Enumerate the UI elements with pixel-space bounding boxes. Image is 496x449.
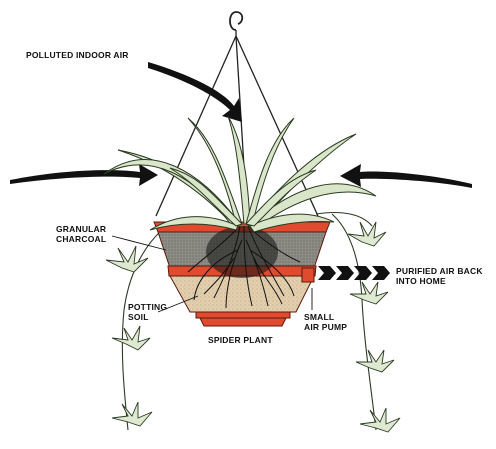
label-purified-air-back: PURIFIED AIR BACK (396, 266, 483, 276)
soil-layer (170, 276, 314, 312)
pot-base (196, 312, 290, 318)
label-granular: GRANULAR (56, 224, 106, 234)
root-mass (206, 226, 278, 278)
label-air-pump: AIR PUMP (304, 322, 347, 332)
drip-saucer (200, 318, 286, 326)
top-arrow (148, 62, 242, 122)
label-spider-plant: SPIDER PLANT (208, 335, 273, 345)
label-small: SMALL (304, 312, 334, 322)
label-polluted-indoor-air: POLLUTED INDOOR AIR (26, 50, 129, 60)
label-soil: SOIL (128, 312, 149, 322)
right-arrow (340, 164, 472, 188)
label-charcoal: CHARCOAL (56, 234, 106, 244)
air-pump (302, 268, 314, 282)
purified-air-arrows (318, 266, 390, 280)
label-potting: POTTING (128, 302, 167, 312)
label-into-home: INTO HOME (396, 276, 446, 286)
left-arrow (10, 164, 158, 186)
